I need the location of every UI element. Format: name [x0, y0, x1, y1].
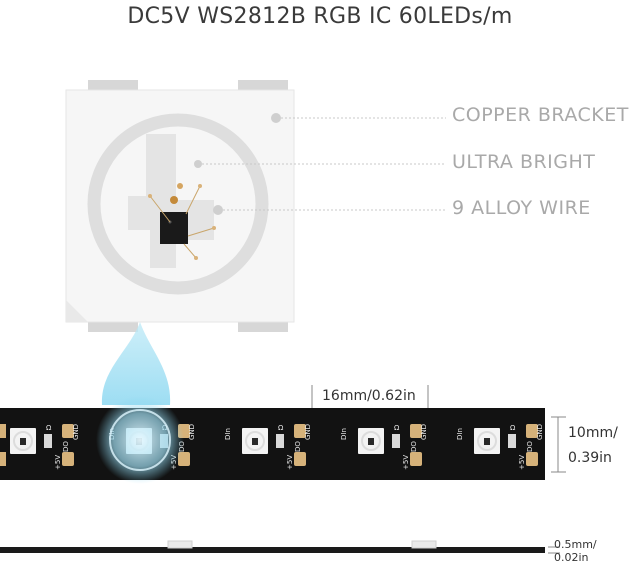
strip-label-5v: +5V [286, 455, 294, 470]
thickness-label-mm: 0.5mm/ [554, 538, 597, 551]
pitch-dimension-lines [311, 385, 429, 408]
led-strip: Ω+5VDOGNDDInΩ+5VDOGNDDInΩ+5VDOGNDDInΩ+5V… [0, 408, 545, 480]
strip-label-gnd: GND [72, 424, 80, 440]
strip-label-do: DO [294, 441, 302, 452]
strip-label-gnd: GND [188, 424, 196, 440]
strip-resistor-label: Ω [510, 424, 516, 432]
strip-label-din: DIn [340, 428, 348, 440]
strip-label-gnd: GND [304, 424, 312, 440]
strip-label-do: DO [526, 441, 534, 452]
thickness-label-in: 0.02in [554, 551, 589, 564]
product-title: DC5V WS2812B RGB IC 60LEDs/m [127, 4, 513, 29]
led-chip-closeup [65, 80, 295, 332]
strip-label-do: DO [62, 441, 70, 452]
strip-resistor-label: Ω [278, 424, 284, 432]
width-dimension-lines [551, 416, 566, 473]
led-glow [96, 396, 184, 484]
strip-resistor-label: Ω [394, 424, 400, 432]
light-beam [101, 322, 171, 405]
strip-label-gnd: GND [536, 424, 544, 440]
pitch-label: 16mm/0.62in [322, 388, 416, 404]
strip-label-do: DO [410, 441, 418, 452]
callout-alloy-wire: 9 ALLOY WIRE [452, 197, 591, 219]
strip-label-din: DIn [456, 428, 464, 440]
width-label-in: 0.39in [568, 450, 612, 466]
strip-label-5v: +5V [54, 455, 62, 470]
width-label-mm: 10mm/ [568, 425, 618, 441]
strip-label-5v: +5V [402, 455, 410, 470]
callout-copper-bracket: COPPER BRACKET [452, 104, 629, 126]
strip-label-gnd: GND [420, 424, 428, 440]
strip-resistor-label: Ω [46, 424, 52, 432]
callout-ultra-bright: ULTRA BRIGHT [452, 151, 596, 173]
callout-leaders [194, 113, 446, 215]
strip-label-5v: +5V [518, 455, 526, 470]
strip-label-din: DIn [224, 428, 232, 440]
strip-side-view [0, 540, 560, 554]
